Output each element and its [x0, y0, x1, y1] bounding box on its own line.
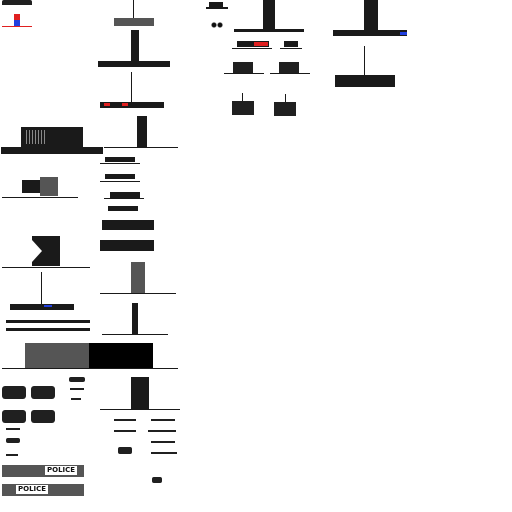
sprite-tray-c3 — [284, 41, 298, 47]
sprite-platform-a — [10, 304, 74, 310]
sprite-block-d2 — [335, 75, 395, 87]
sprite-small-box — [22, 180, 40, 193]
sprite-small-bar-6 — [6, 454, 18, 456]
sprite-small-bar-3 — [71, 398, 81, 400]
sprite-tower-c1 — [263, 0, 275, 30]
sprite-base-d1 — [333, 30, 407, 36]
sprite-small-bar-5 — [6, 438, 20, 443]
sprite-step-7 — [151, 452, 177, 454]
sprite-column-b7 — [131, 377, 149, 409]
sprite-panel-4 — [31, 410, 55, 423]
sprite-step-1 — [114, 419, 136, 421]
sprite-tray-c3-line — [280, 48, 302, 49]
sprite-pole-d2 — [364, 46, 365, 76]
sprite-ground-line-3 — [2, 368, 178, 369]
sprite-speaker-c1 — [233, 62, 253, 73]
sprite-box-c4 — [274, 102, 296, 116]
sprite-ground-line-2 — [2, 267, 90, 268]
sprite-wide-black-panel — [89, 343, 153, 368]
sprite-tower-d1 — [364, 0, 378, 30]
sprite-speaker-c1-line — [224, 73, 264, 74]
sprite-step-6 — [118, 447, 132, 454]
sprite-step-3 — [114, 430, 136, 432]
sprite-small-bar-2 — [70, 388, 84, 390]
sprite-ledge-5 — [102, 220, 154, 230]
sprite-blue-block — [14, 20, 20, 26]
sprite-machine-grille — [26, 130, 46, 144]
police-label-2: POLICE — [16, 485, 49, 494]
sprite-column-b6 — [132, 303, 138, 334]
sprite-pole-b3 — [131, 72, 132, 102]
sprite-red-b3b — [122, 103, 128, 106]
sprite-tower-b4 — [137, 116, 147, 147]
sprite-cap-b1 — [114, 18, 154, 26]
sprite-box-c3 — [232, 101, 254, 115]
sprite-pole-a — [41, 272, 42, 304]
sprite-step-2 — [151, 419, 175, 421]
sprite-base-b2 — [98, 61, 170, 67]
sprite-small-bar-1 — [69, 377, 85, 382]
sprite-ledge-line-1 — [100, 163, 140, 164]
sprite-small-top-c1 — [209, 2, 223, 9]
sprite-column-b5 — [131, 262, 145, 293]
sprite-red-line — [2, 26, 32, 27]
sprite-base-b3 — [100, 102, 164, 108]
sprite-machine-base — [1, 147, 103, 154]
sprite-ledge-3 — [110, 192, 140, 198]
sprite-tray-c2-red — [254, 42, 268, 46]
sprite-ground-line-1 — [2, 197, 78, 198]
sprite-ledge-line-2 — [100, 181, 140, 182]
sprite-small-box-grey — [40, 177, 58, 196]
sprite-rail-2 — [6, 328, 90, 331]
sprite-ledge-6 — [100, 240, 154, 251]
sprite-small-bar-4 — [6, 428, 20, 430]
sprite-ground-line-b5 — [100, 293, 176, 294]
sprite-tray-c2 — [237, 41, 269, 47]
sprite-blue-d1 — [400, 32, 407, 35]
sprite-ground-line-b7 — [100, 409, 180, 410]
sprite-tower-b2 — [131, 30, 139, 62]
sprite-ledge-4 — [108, 206, 138, 211]
sprite-pole-b1 — [133, 0, 134, 18]
sprite-panel-1 — [2, 386, 26, 399]
sprite-speaker-c2-line — [270, 73, 310, 74]
sprite-pole-c4 — [285, 94, 286, 102]
sprite-panel-2 — [31, 386, 55, 399]
sprite-ground-line-b6 — [102, 334, 168, 335]
sprite-rail-1 — [6, 320, 90, 323]
sprite-wide-grey-panel — [25, 343, 89, 368]
sprite-step-5 — [151, 441, 175, 443]
sprite-small-top-c2 — [206, 7, 228, 9]
sprite-ledge-line-3 — [104, 198, 144, 199]
sprite-step-8 — [152, 477, 162, 483]
sprite-top-left-bar — [2, 0, 32, 5]
sprite-eyes — [211, 22, 223, 28]
sprite-base-c1 — [234, 29, 304, 32]
sprite-tray-c2-line — [232, 48, 272, 49]
sprite-speaker-c2 — [279, 62, 299, 73]
police-label-1: POLICE — [45, 466, 78, 475]
sprite-ground-line-b4 — [104, 147, 178, 148]
sprite-panel-3 — [2, 410, 26, 423]
sprite-step-4 — [148, 430, 176, 432]
sprite-red-block — [14, 14, 20, 20]
sprite-tall-block-cut — [32, 240, 42, 262]
sprite-platform-a-blue — [44, 305, 52, 307]
sprite-ledge-1 — [105, 157, 135, 162]
sprite-red-b3 — [104, 103, 110, 106]
sprite-pole-c3 — [242, 93, 243, 101]
sprite-ledge-2 — [105, 174, 135, 179]
